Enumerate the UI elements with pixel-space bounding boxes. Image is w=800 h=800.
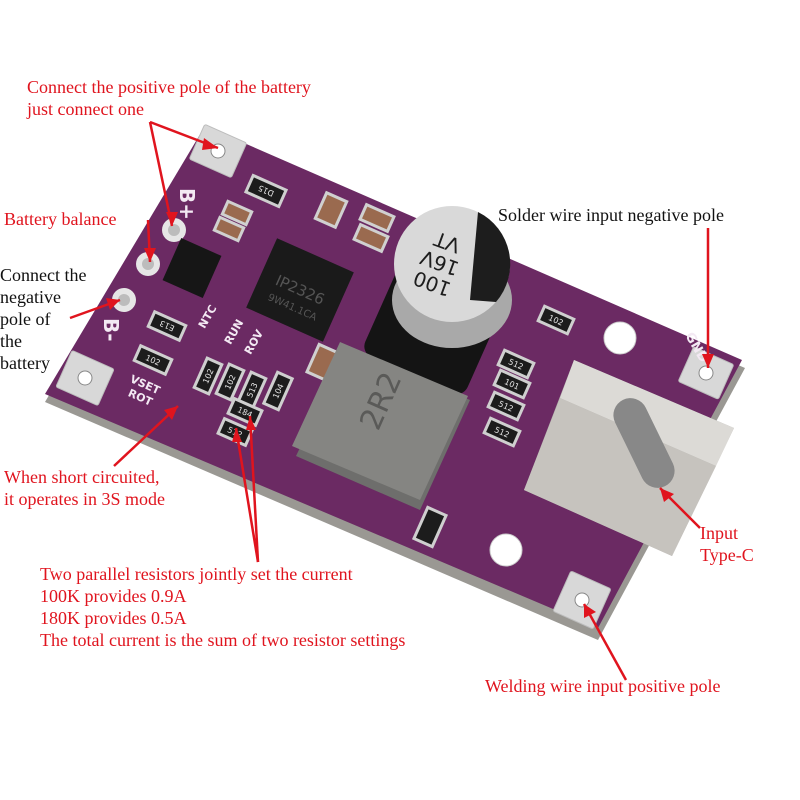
ic-chip: IP2326 9W41.1CA: [246, 238, 354, 342]
battery-holes: [112, 218, 637, 567]
ceramic-capacitors: [212, 190, 396, 384]
silk-b-plus: B+: [175, 188, 199, 220]
note-line: Type-C: [700, 545, 754, 565]
arrow-heads: [106, 138, 714, 618]
silk-b-minus: B-: [99, 318, 123, 342]
note-line: it operates in 3S mode: [4, 489, 165, 509]
note-line: the: [0, 331, 22, 351]
note-line: 180K provides 0.5A: [40, 608, 187, 628]
note-battery-negative: Connect the negative pole of the battery: [0, 264, 86, 374]
note-line: When short circuited,: [4, 467, 160, 487]
note-line: Connect the: [0, 265, 87, 285]
note-battery-balance: Battery balance: [4, 209, 117, 229]
note-welding-positive: Welding wire input positive pole: [485, 676, 721, 696]
mosfet: [162, 238, 222, 298]
smd-resistors: [132, 173, 576, 549]
note-current-resistors: Two parallel resistors jointly set the c…: [40, 563, 405, 651]
inductor: 2R2: [292, 342, 470, 510]
note-line: Input: [700, 523, 738, 543]
note-line: 100K provides 0.9A: [40, 586, 187, 606]
note-line: pole of: [0, 309, 51, 329]
note-line: battery: [0, 353, 50, 373]
note-solder-negative: Solder wire input negative pole: [498, 205, 724, 225]
usb-c-connector: [524, 360, 734, 556]
note-line: The total current is the sum of two resi…: [40, 630, 406, 650]
note-line: Two parallel resistors jointly set the c…: [40, 564, 353, 584]
note-line: just connect one: [27, 99, 144, 119]
note-line: negative: [0, 287, 61, 307]
note-line: Connect the positive pole of the battery: [27, 77, 311, 97]
electrolytic-capacitor: 100 16V VT: [364, 206, 512, 395]
note-short-3s-mode: When short circuited, it operates in 3S …: [4, 466, 165, 510]
note-battery-positive: Connect the positive pole of the battery…: [27, 76, 311, 120]
note-input-typec: Input Type-C: [700, 522, 754, 566]
pad-holes: [77, 143, 714, 608]
